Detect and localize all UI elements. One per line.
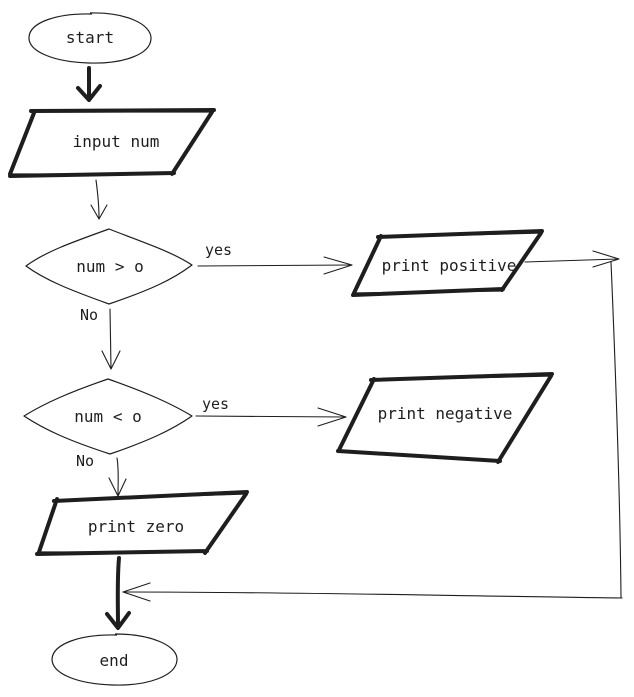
- print-positive-label: print positive: [382, 256, 517, 275]
- arrow-positive-to-merge: [524, 250, 620, 268]
- check-positive-node[interactable]: num > o: [25, 228, 193, 305]
- positive-no-label: No: [80, 306, 98, 324]
- print-zero-node[interactable]: print zero: [35, 490, 249, 556]
- arrow-positive-yes: yes: [197, 241, 353, 275]
- merge-connector: [122, 261, 623, 602]
- print-zero-label: print zero: [88, 517, 184, 536]
- arrow-negative-no: No: [76, 452, 127, 497]
- negative-yes-label: yes: [202, 395, 229, 413]
- check-negative-node[interactable]: num < o: [23, 378, 193, 455]
- positive-yes-label: yes: [205, 241, 232, 259]
- check-positive-label: num > o: [76, 257, 143, 276]
- print-negative-node[interactable]: print negative: [336, 372, 554, 464]
- arrow-zero-to-end: [105, 556, 131, 630]
- arrow-start-to-input: [76, 66, 102, 102]
- arrow-input-to-check-positive: [90, 179, 108, 220]
- print-positive-node[interactable]: print positive: [351, 229, 544, 297]
- print-negative-label: print negative: [378, 404, 513, 423]
- arrow-negative-yes: yes: [195, 395, 347, 427]
- input-label: input num: [73, 132, 160, 151]
- negative-no-label: No: [76, 452, 94, 470]
- end-node[interactable]: end: [51, 633, 178, 686]
- arrow-positive-no: No: [80, 306, 121, 370]
- start-label: start: [66, 28, 114, 47]
- end-label: end: [100, 651, 129, 670]
- input-node[interactable]: input num: [8, 108, 216, 178]
- start-node[interactable]: start: [28, 12, 152, 64]
- check-negative-label: num < o: [74, 407, 141, 426]
